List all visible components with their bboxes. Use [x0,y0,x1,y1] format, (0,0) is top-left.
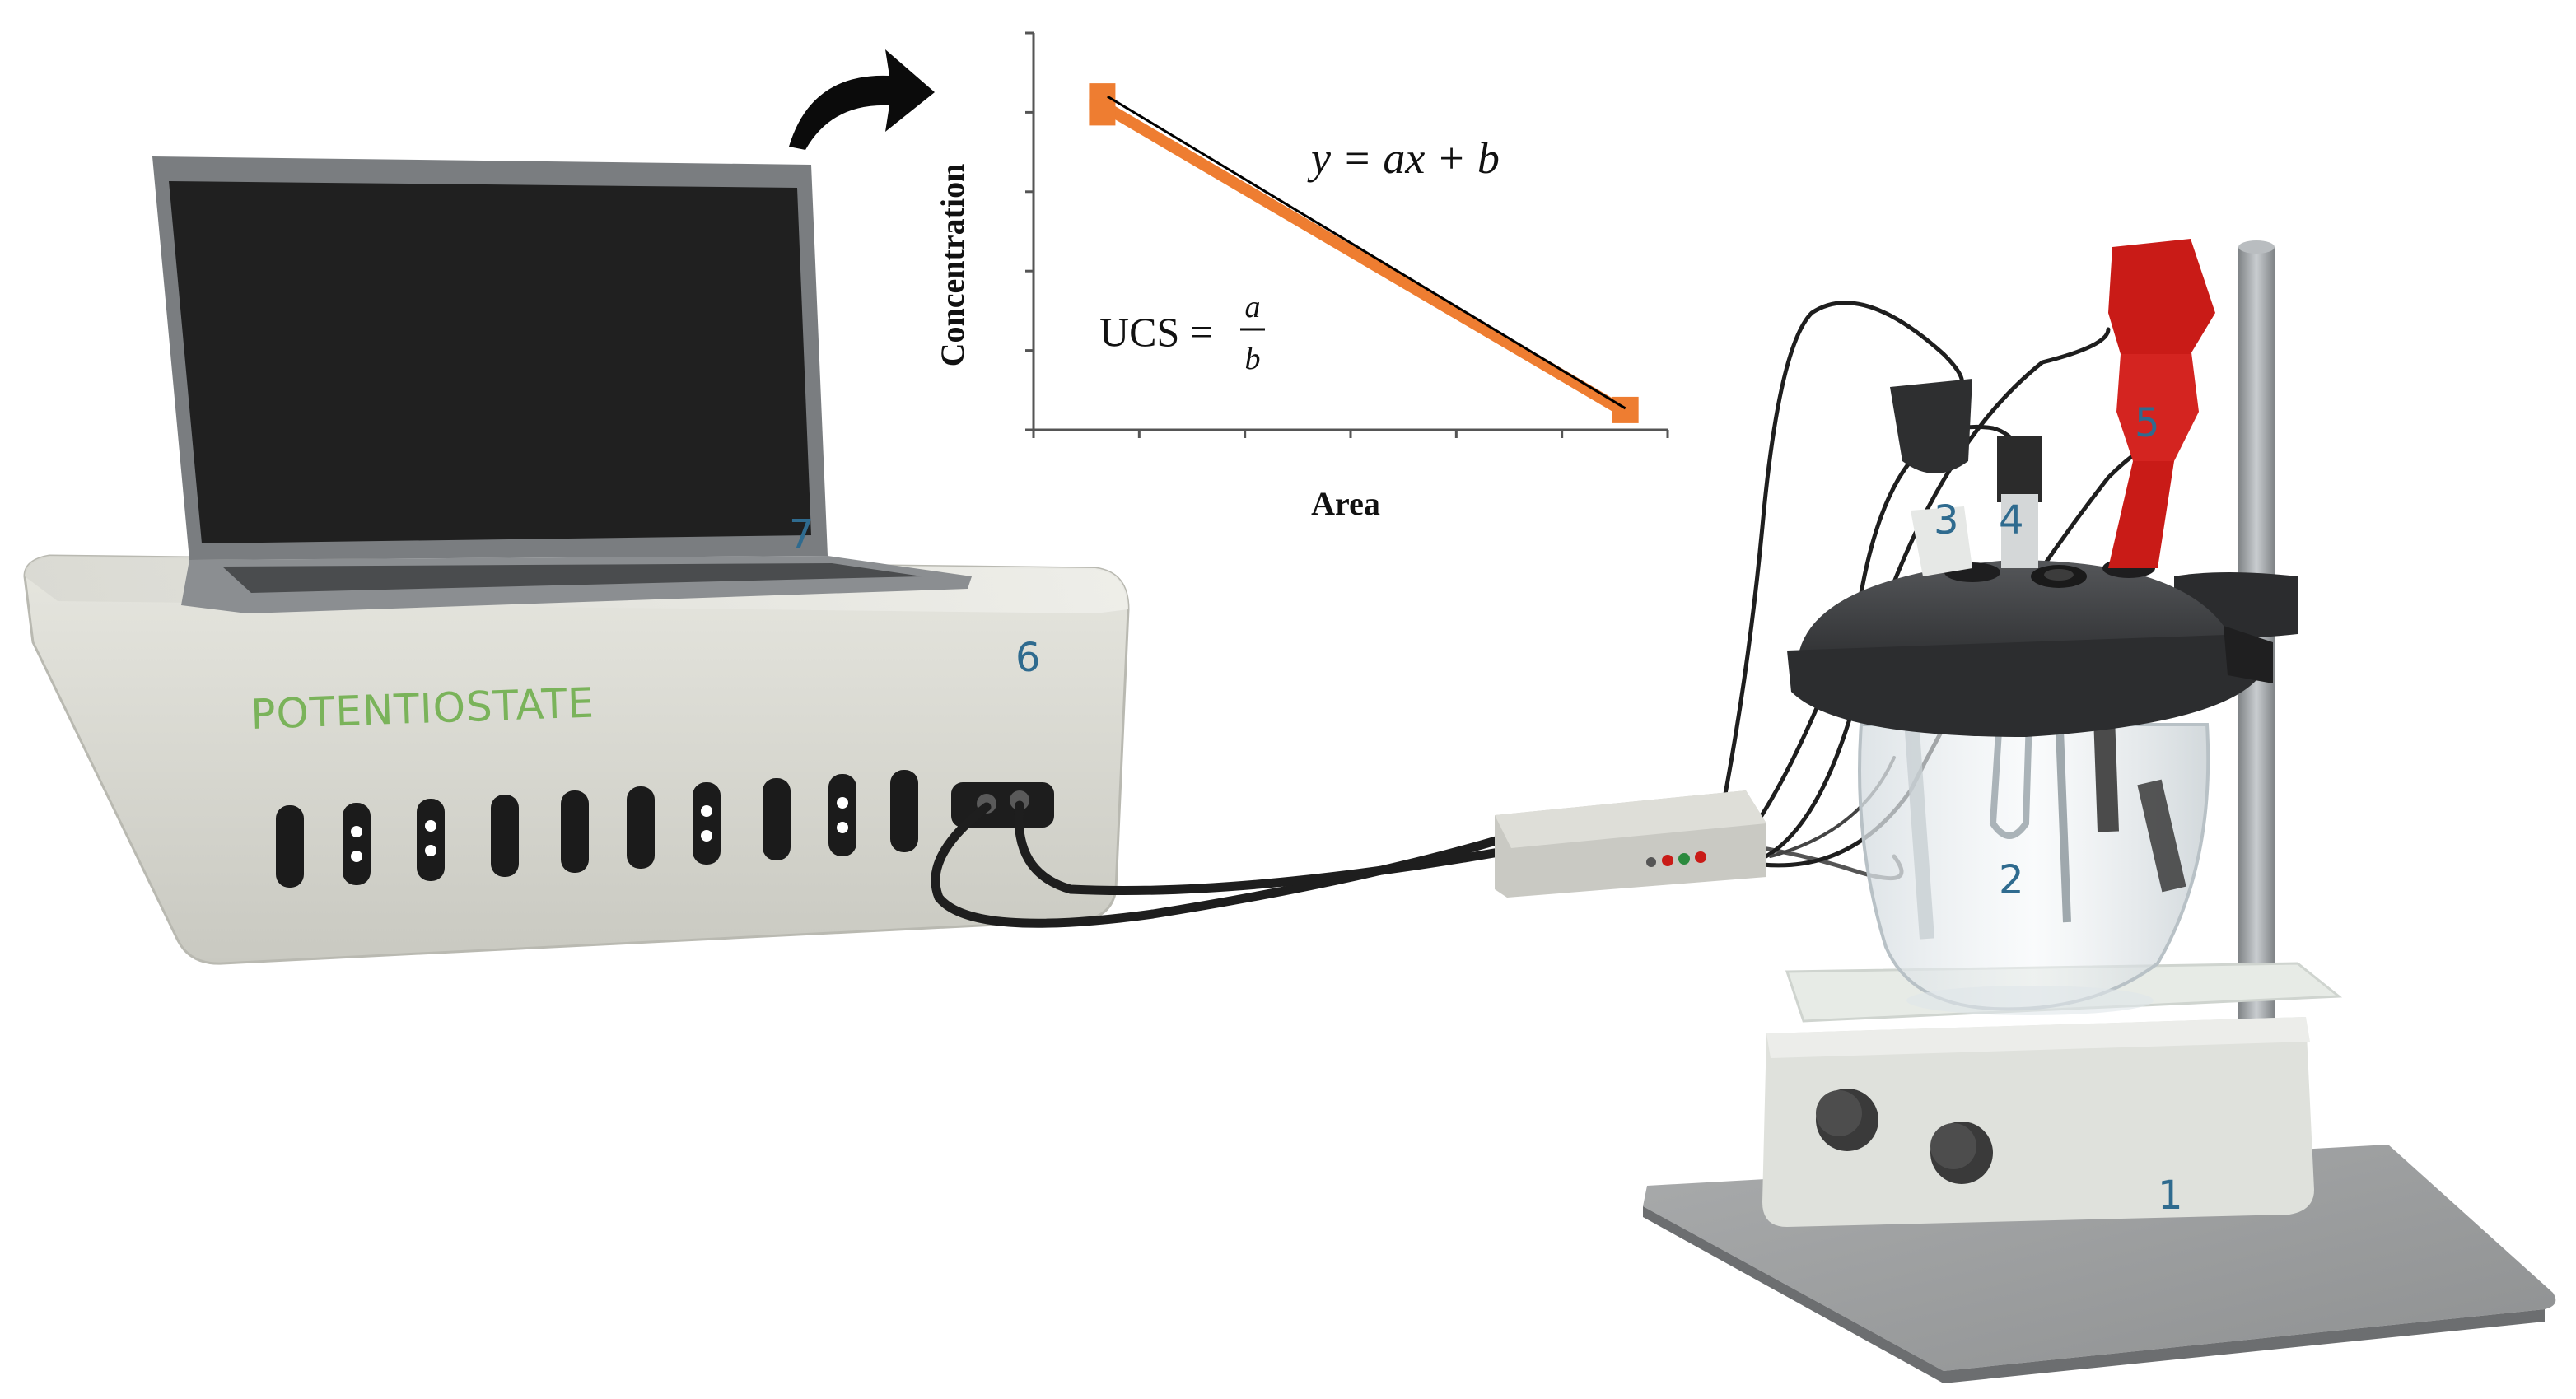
vent-slot [763,778,791,860]
vent-slot [627,786,655,869]
label-stirrer: 1 [2158,1173,2183,1219]
cables [931,301,2160,928]
ucs-formula: UCS = a b [1099,290,1265,376]
x-ticks [1032,430,1669,438]
label-potentiostat: 6 [1015,635,1041,681]
ucs-prefix: UCS = [1099,309,1213,355]
ventilation-slots [276,770,918,888]
vent-slot [828,774,856,856]
stirrer-knob [1816,1089,1878,1151]
label-electrode-3: 3 [1934,497,1959,543]
y-axis-label: Concentration [934,164,971,367]
fit-line [1107,95,1626,410]
y-ticks [1025,31,1034,431]
trend-line [1101,102,1631,418]
component-labels: 1 2 3 4 5 6 7 [789,400,2183,1219]
electrode-4 [1997,436,2042,568]
vent-slot [491,795,519,877]
stirrer-knob [1930,1122,1993,1184]
vent-slot [343,803,371,885]
vent-slot [561,790,589,873]
label-laptop: 7 [789,511,814,557]
label-electrode-5: 5 [2135,400,2160,446]
label-electrode-4: 4 [1999,497,2024,543]
electrochemical-cell [1858,691,2210,1015]
x-axis-label: Area [1311,485,1380,522]
data-point [1089,99,1116,126]
vent-slot [417,799,445,881]
electrode-5 [2108,239,2215,568]
label-cell: 2 [1999,857,2024,903]
ucs-numerator: a [1245,290,1261,324]
calibration-chart: Concentration Area y = ax + b UCS = a b [934,31,1669,522]
cell-lid [1787,558,2273,737]
chart-series [1089,83,1639,423]
electrode-3 [1890,379,1972,576]
equation-label: y = ax + b [1307,133,1500,183]
curved-arrow-icon [789,49,935,150]
vent-slot [276,805,304,888]
laptop [152,156,972,613]
ucs-denominator: b [1245,342,1261,376]
vent-slot [890,770,918,852]
potentiostat: POTENTIOSTATE [23,554,1130,965]
junction-box [1495,790,1766,898]
chart-axes [1032,33,1668,431]
vent-slot [693,782,721,865]
data-point [1612,396,1639,423]
